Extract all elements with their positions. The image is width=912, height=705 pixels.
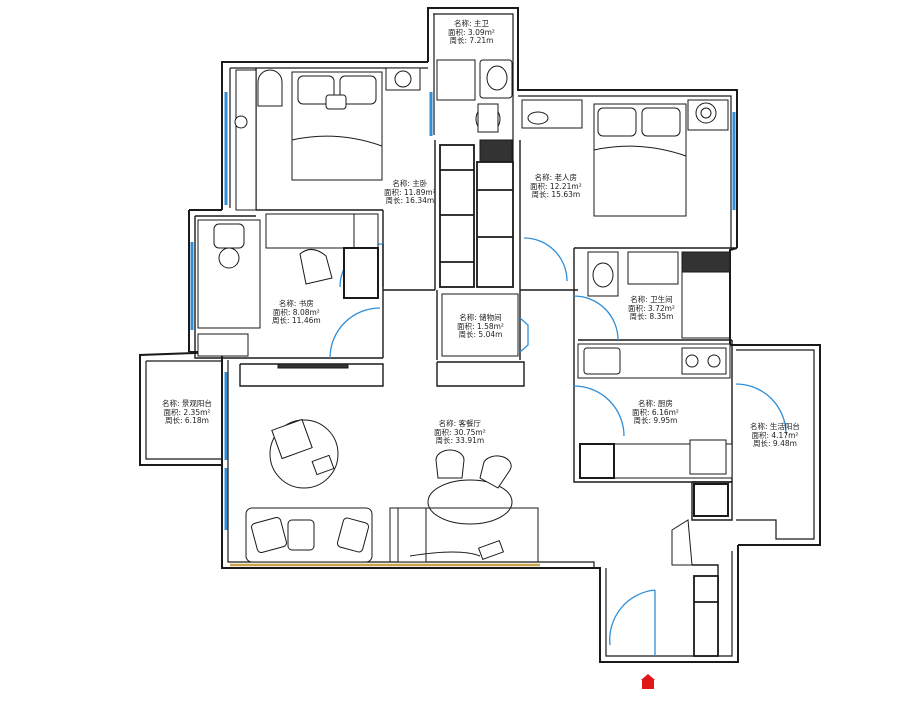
room-name: 名称: 厨房 [638, 399, 673, 408]
room-label-master-bedroom: 名称: 主卧 面积: 11.89m² 周长: 16.34m [384, 179, 436, 206]
room-area: 面积: 30.75m² [434, 427, 486, 437]
room-name: 名称: 卫生间 [630, 295, 673, 304]
room-perimeter: 周长: 7.21m [449, 36, 494, 46]
living-dining-furniture [245, 418, 539, 563]
room-perimeter: 周长: 9.48m [753, 439, 797, 449]
room-area: 面积: 8.08m² [272, 307, 320, 317]
room-name: 名称: 客餐厅 [438, 419, 482, 428]
room-name: 名称: 主卫 [454, 19, 489, 28]
room-area: 面积: 12.21m² [530, 181, 582, 191]
room-label-view-balcony: 名称: 景观阳台 面积: 2.35m² 周长: 6.18m [162, 399, 212, 426]
closets [439, 144, 514, 288]
room-perimeter: 周长: 33.91m [435, 436, 485, 446]
room-perimeter: 周长: 11.46m [272, 316, 321, 326]
room-area: 面积: 3.09m² [448, 27, 495, 37]
room-perimeter: 周长: 9.95m [633, 416, 678, 426]
room-area: 面积: 6.16m² [632, 407, 679, 417]
bathroom-fixtures [587, 251, 731, 339]
room-perimeter: 周长: 16.34m [385, 196, 435, 206]
room-perimeter: 周长: 6.18m [165, 416, 209, 426]
room-name: 名称: 书房 [278, 299, 314, 308]
room-label-kitchen: 名称: 厨房 面积: 6.16m² 周长: 9.95m [632, 399, 679, 426]
room-perimeter: 周长: 5.04m [458, 330, 503, 340]
room-name: 名称: 主卧 [392, 179, 428, 188]
room-label-storage: 名称: 储物间 面积: 1.58m² 周长: 5.04m [457, 313, 504, 340]
entry-cabinets [671, 519, 719, 657]
room-label-master-bath: 名称: 主卫 面积: 3.09m² 周长: 7.21m [448, 19, 495, 46]
room-area: 面积: 1.58m² [457, 321, 504, 331]
kitchen-fixtures [577, 343, 733, 517]
room-name: 名称: 景观阳台 [162, 399, 212, 408]
room-label-living-dining: 名称: 客餐厅 面积: 30.75m² 周长: 33.91m [434, 419, 486, 446]
master-bath-fixtures [436, 59, 513, 163]
room-name: 名称: 生活阳台 [750, 422, 800, 431]
master-bedroom-furniture [234, 67, 421, 211]
room-perimeter: 周长: 8.35m [629, 312, 674, 322]
room-area: 面积: 3.72m² [628, 303, 675, 313]
room-label-bathroom: 名称: 卫生间 面积: 3.72m² 周长: 8.35m [628, 295, 675, 322]
room-label-study: 名称: 书房 面积: 8.08m² 周长: 11.46m [272, 299, 321, 326]
room-area: 面积: 4.17m² [751, 430, 799, 440]
storage-shelf [441, 293, 519, 357]
study-furniture [197, 213, 379, 369]
room-label-elder-room: 名称: 老人房 面积: 12.21m² 周长: 15.63m [530, 173, 582, 200]
room-perimeter: 周长: 15.63m [531, 190, 581, 200]
room-area: 面积: 2.35m² [163, 407, 211, 417]
exterior-walls [139, 7, 821, 663]
entrance-door-icon [641, 674, 655, 689]
windows [190, 92, 736, 530]
interior-walls [194, 68, 737, 656]
elder-room-furniture [521, 99, 729, 217]
room-area: 面积: 11.89m² [384, 187, 436, 197]
room-name: 名称: 储物间 [459, 313, 502, 322]
room-name: 名称: 老人房 [534, 173, 578, 182]
room-label-service-balcony: 名称: 生活阳台 面积: 4.17m² 周长: 9.48m [750, 422, 800, 449]
